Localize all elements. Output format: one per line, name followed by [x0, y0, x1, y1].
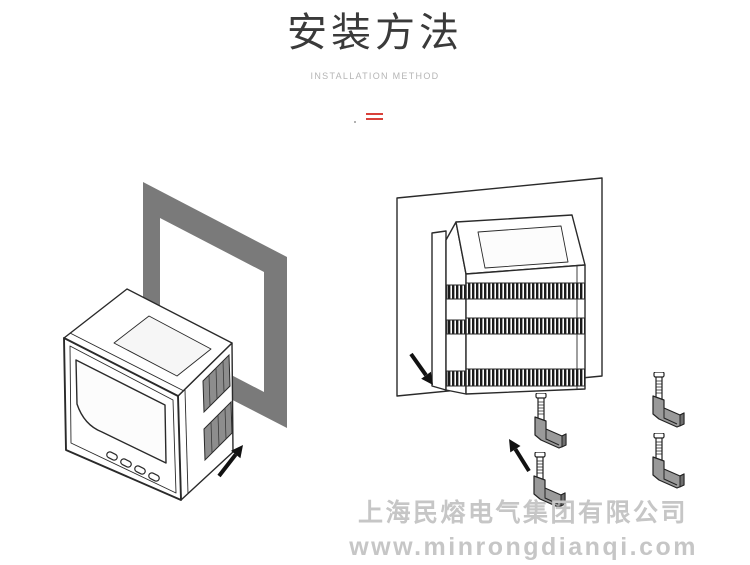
push-arrow-icon — [409, 352, 433, 385]
clip-arrow-head — [509, 439, 521, 453]
side-rib-middle — [446, 319, 467, 335]
accent-line-top — [366, 113, 383, 115]
meter-button-4 — [148, 472, 160, 482]
bezel-top-rim — [69, 332, 185, 392]
rib-band-bottom — [465, 368, 586, 387]
insert-arrow-shaft — [217, 453, 238, 478]
meter-device-rear-view — [431, 214, 586, 395]
clip-insert-arrow-icon — [509, 439, 531, 473]
watermark-url: www.minrongdianqi.com — [349, 533, 698, 561]
meter-flange — [431, 230, 447, 391]
insert-arrow-icon — [217, 445, 243, 478]
top-label-panel — [113, 315, 212, 377]
bezel-side-edge — [184, 389, 189, 495]
side-clip-upper-rib-3 — [222, 360, 225, 393]
rib-band-middle — [465, 317, 586, 335]
page-subtitle: INSTALLATION METHOD — [310, 71, 440, 81]
accent-dot — [354, 121, 356, 123]
meter-device-front-view — [63, 288, 234, 501]
top-window — [477, 225, 569, 269]
watermark-company: 上海民熔电气集团有限公司 — [357, 498, 688, 527]
mounting-clip-3 — [652, 372, 685, 428]
side-rib-top — [446, 284, 467, 300]
push-arrow-head — [421, 371, 433, 385]
meter-button-2 — [120, 458, 132, 468]
clip-arrow-shaft — [513, 448, 531, 473]
side-clip-lower-rib-1 — [210, 421, 213, 454]
accent-line-bottom — [366, 118, 383, 120]
meter-button-1 — [106, 451, 118, 461]
page-title: 安装方法 — [287, 10, 463, 56]
step-insert-illustration — [63, 182, 287, 501]
rib-band-top — [465, 282, 586, 300]
insert-arrow-head — [231, 445, 243, 459]
meter-button-3 — [134, 465, 146, 475]
side-clip-upper-rib-1 — [208, 374, 211, 407]
meter-display-screen — [75, 359, 167, 464]
mounting-clip-4 — [652, 433, 685, 489]
step-clip-illustration — [396, 177, 685, 508]
side-clip-lower-rib-3 — [224, 407, 227, 440]
side-rib-bottom — [446, 370, 467, 387]
side-clip-upper-rib-2 — [215, 367, 218, 400]
side-clip-lower-rib-2 — [217, 414, 220, 447]
meter-button-row — [106, 451, 160, 482]
push-arrow-shaft — [409, 352, 428, 377]
mounting-clip-1 — [534, 393, 567, 449]
